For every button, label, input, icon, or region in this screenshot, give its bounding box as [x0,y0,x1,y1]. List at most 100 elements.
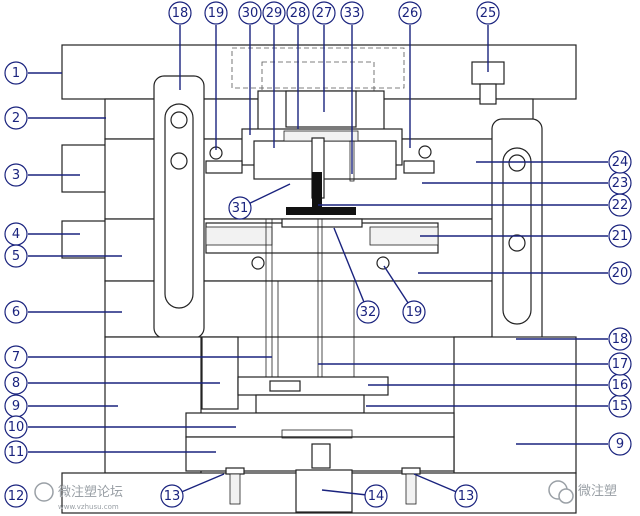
side-block-upper [61,144,107,193]
callout-bubble [4,371,28,395]
callout-32: 32 [356,300,380,324]
center-column [201,336,239,410]
callout-bubble [608,150,632,174]
callout-14: 14 [364,484,388,508]
callout-bubble [168,1,192,25]
knockout-stub [311,443,331,469]
right-rail-bolt-top [508,154,526,172]
callout-bubble [476,1,500,25]
callout-label: 13 [164,489,181,504]
callout-19: 19 [402,300,426,324]
spacer-block-left [104,336,202,474]
callout-label: 4 [12,227,20,242]
callout-bubble [4,415,28,439]
core-hatch-left [205,226,273,246]
watermark-left: 微注塑论坛 www.vzhusu.com [34,482,123,511]
side-guides-right [403,160,435,174]
knockout-rod [295,469,353,513]
callout-bubble [402,300,426,324]
bolt-head-left [251,256,265,270]
callout-label: 12 [8,489,25,504]
callout-13: 13 [160,484,184,508]
callout-bubble [4,163,28,187]
callout-bubble [4,244,28,268]
callout-bubble [356,300,380,324]
callout-18: 18 [168,1,192,25]
callout-bubble [608,327,632,351]
guide-bushing-right [418,145,432,159]
left-rail-bolt-mid [170,152,188,170]
side-guides [205,160,243,174]
callout-17: 17 [608,352,632,376]
callout-9: 9 [4,394,28,418]
callout-1: 1 [4,61,28,85]
sprue-bushing-outline [231,47,405,89]
ejector-retainer-plate [237,376,389,396]
callout-bubble [4,61,28,85]
callout-bubble [204,1,228,25]
callout-18: 18 [608,327,632,351]
callout-22: 22 [608,193,632,217]
callout-label: 25 [480,6,497,21]
watermark-right-text: 微注塑 [578,484,617,499]
callout-24: 24 [608,150,632,174]
callout-bubble [4,106,28,130]
ejector-plate [255,394,365,414]
callout-31: 31 [228,196,252,220]
callout-bubble [454,484,478,508]
callout-label: 19 [208,6,225,21]
spacer-block-right [453,336,577,474]
callout-bubble [608,261,632,285]
screw-right-shank [405,473,417,505]
callout-bubble [228,196,252,220]
locating-ring-outline [261,61,375,93]
ejector-center [269,380,301,392]
callout-bubble [160,484,184,508]
callout-bubble [398,1,422,25]
watermark-left-url: www.vzhusu.com [58,503,119,511]
callout-label: 18 [612,332,629,347]
callout-label: 2 [12,111,20,126]
cavity-block [253,140,397,180]
callout-label: 16 [612,378,629,393]
callout-13: 13 [454,484,478,508]
callout-23: 23 [608,171,632,195]
callout-bubble [312,1,336,25]
screw-right-head [401,467,421,475]
callout-bubble [340,1,364,25]
callout-label: 22 [612,198,629,213]
callout-2: 2 [4,106,28,130]
callout-label: 10 [8,420,25,435]
left-rail-bolt-top [170,111,188,129]
callout-10: 10 [4,415,28,439]
callout-12: 12 [4,484,28,508]
callout-label: 3 [12,168,20,183]
callout-label: 5 [12,249,20,264]
callout-21: 21 [608,224,632,248]
callout-bubble [262,1,286,25]
callout-label: 19 [406,305,423,320]
callout-29: 29 [262,1,286,25]
callout-label: 18 [172,6,189,21]
bolt-head-right [376,256,390,270]
callout-label: 17 [612,357,629,372]
callout-9: 9 [608,432,632,456]
callout-label: 11 [8,445,25,460]
callout-bubble [4,440,28,464]
callout-label: 21 [612,229,629,244]
leader-lines [28,25,608,497]
knockout-hole [281,429,353,439]
callout-label: 26 [402,6,419,21]
screw-left-head [225,467,245,475]
callout-bubble [286,1,310,25]
watermark-right: 微注塑 [548,480,617,504]
callout-bubble [364,484,388,508]
callout-26: 26 [398,1,422,25]
callout-label: 32 [360,305,377,320]
callout-7: 7 [4,345,28,369]
callout-label: 28 [290,6,307,21]
callout-label: 30 [242,6,259,21]
callout-3: 3 [4,163,28,187]
